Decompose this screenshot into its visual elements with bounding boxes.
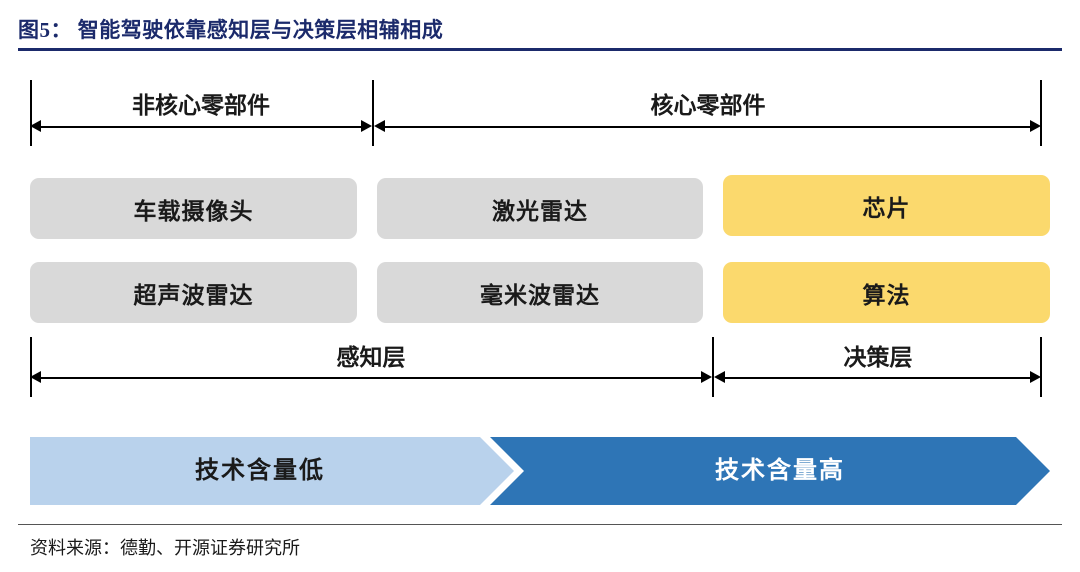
top-arrow-core <box>380 126 1035 128</box>
title-divider <box>18 48 1062 51</box>
label-low-tech: 技术含量低 <box>195 458 325 484</box>
chevron-low-shape <box>30 437 514 505</box>
bottom-arrow-decision <box>720 377 1035 379</box>
source-note: 资料来源：德勤、开源证券研究所 <box>30 538 300 558</box>
bottom-arrow-perception-head-right <box>701 371 712 383</box>
component-box-vehicle-camera[interactable]: 车载摄像头 <box>30 178 357 239</box>
top-arrow-core-head-right <box>1030 120 1041 132</box>
component-box-millimeter-wave-radar[interactable]: 毫米波雷达 <box>377 262 703 323</box>
chevron-shapes <box>30 437 1050 505</box>
component-box-chip[interactable]: 芯片 <box>723 175 1050 236</box>
label-non-core-components: 非核心零部件 <box>132 93 270 118</box>
top-axis-tick-middle <box>372 80 374 146</box>
label-perception-layer: 感知层 <box>336 345 406 370</box>
top-arrow-non-core-head-right <box>361 120 372 132</box>
chevron-high-shape <box>490 437 1050 505</box>
bottom-arrow-decision-head-right <box>1030 371 1041 383</box>
figure-title-bar: 图5： 智能驾驶依靠感知层与决策层相辅相成 <box>18 14 1062 48</box>
technology-level-bar: 技术含量低 技术含量高 <box>30 437 1050 505</box>
top-arrow-non-core-head-left <box>30 120 41 132</box>
bottom-arrow-perception-head-left <box>30 371 41 383</box>
label-decision-layer: 决策层 <box>843 345 913 370</box>
page-title: 图5： 智能驾驶依靠感知层与决策层相辅相成 <box>18 18 444 42</box>
label-high-tech: 技术含量高 <box>715 458 845 484</box>
bottom-axis-tick-middle <box>712 337 714 397</box>
bottom-arrow-decision-head-left <box>714 371 725 383</box>
bottom-axis-tick-left <box>30 337 32 397</box>
top-axis-tick-right <box>1040 80 1042 146</box>
top-axis-tick-left <box>30 80 32 146</box>
component-box-algorithm[interactable]: 算法 <box>723 262 1050 323</box>
footer-divider <box>18 524 1062 525</box>
top-arrow-core-head-left <box>374 120 385 132</box>
component-box-lidar[interactable]: 激光雷达 <box>377 178 703 239</box>
label-core-components: 核心零部件 <box>650 93 766 118</box>
component-box-ultrasonic-radar[interactable]: 超声波雷达 <box>30 262 357 323</box>
top-arrow-non-core <box>36 126 366 128</box>
bottom-axis-tick-right <box>1040 337 1042 397</box>
bottom-arrow-perception <box>36 377 706 379</box>
